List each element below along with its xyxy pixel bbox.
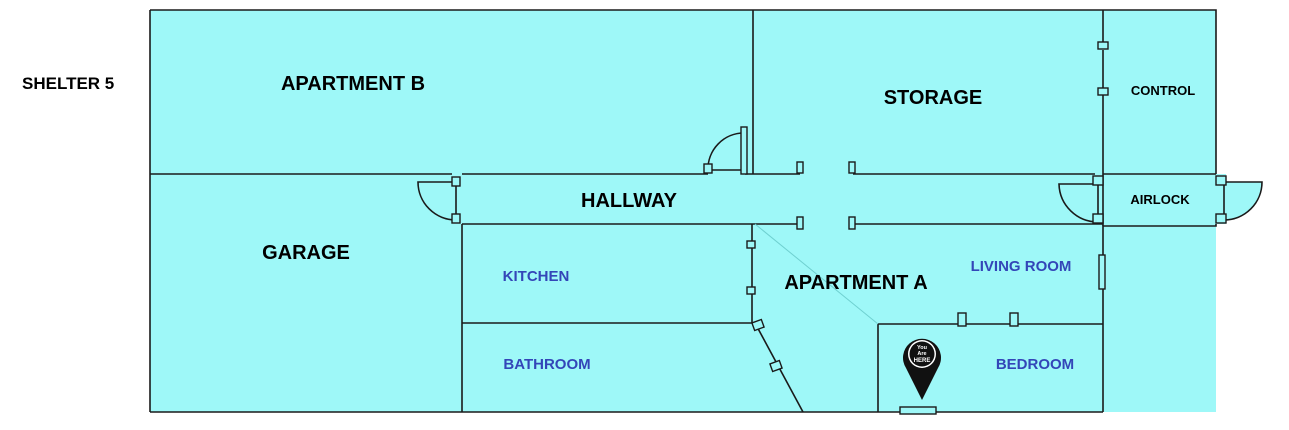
marker-text-are: Are xyxy=(917,351,926,357)
room-labels: APARTMENT B STORAGE CONTROL HALLWAY AIRL… xyxy=(262,73,1195,373)
room-label-garage: GARAGE xyxy=(262,242,350,264)
room-label-bathroom: BATHROOM xyxy=(503,356,590,373)
room-label-bedroom: BEDROOM xyxy=(996,356,1074,373)
marker-text-you: You xyxy=(917,345,927,351)
map-pin-icon: You Are HERE xyxy=(902,338,941,400)
interior-guides xyxy=(754,223,879,325)
marker-text-here: HERE xyxy=(914,358,931,364)
room-label-control: CONTROL xyxy=(1131,83,1195,98)
room-label-apartment-b: APARTMENT B xyxy=(281,73,425,95)
door-jambs xyxy=(451,41,1227,415)
room-label-airlock: AIRLOCK xyxy=(1130,192,1190,207)
room-label-kitchen: KITCHEN xyxy=(503,268,570,285)
room-label-living-room: LIVING ROOM xyxy=(971,258,1072,275)
walls xyxy=(149,9,1217,413)
map-title: SHELTER 5 xyxy=(22,74,115,93)
floor-areas xyxy=(150,10,1226,412)
airlock-outer-door-swing xyxy=(1223,181,1263,221)
room-label-hallway: HALLWAY xyxy=(581,190,678,212)
room-label-storage: STORAGE xyxy=(884,87,983,109)
room-label-apartment-a: APARTMENT A xyxy=(784,272,927,294)
